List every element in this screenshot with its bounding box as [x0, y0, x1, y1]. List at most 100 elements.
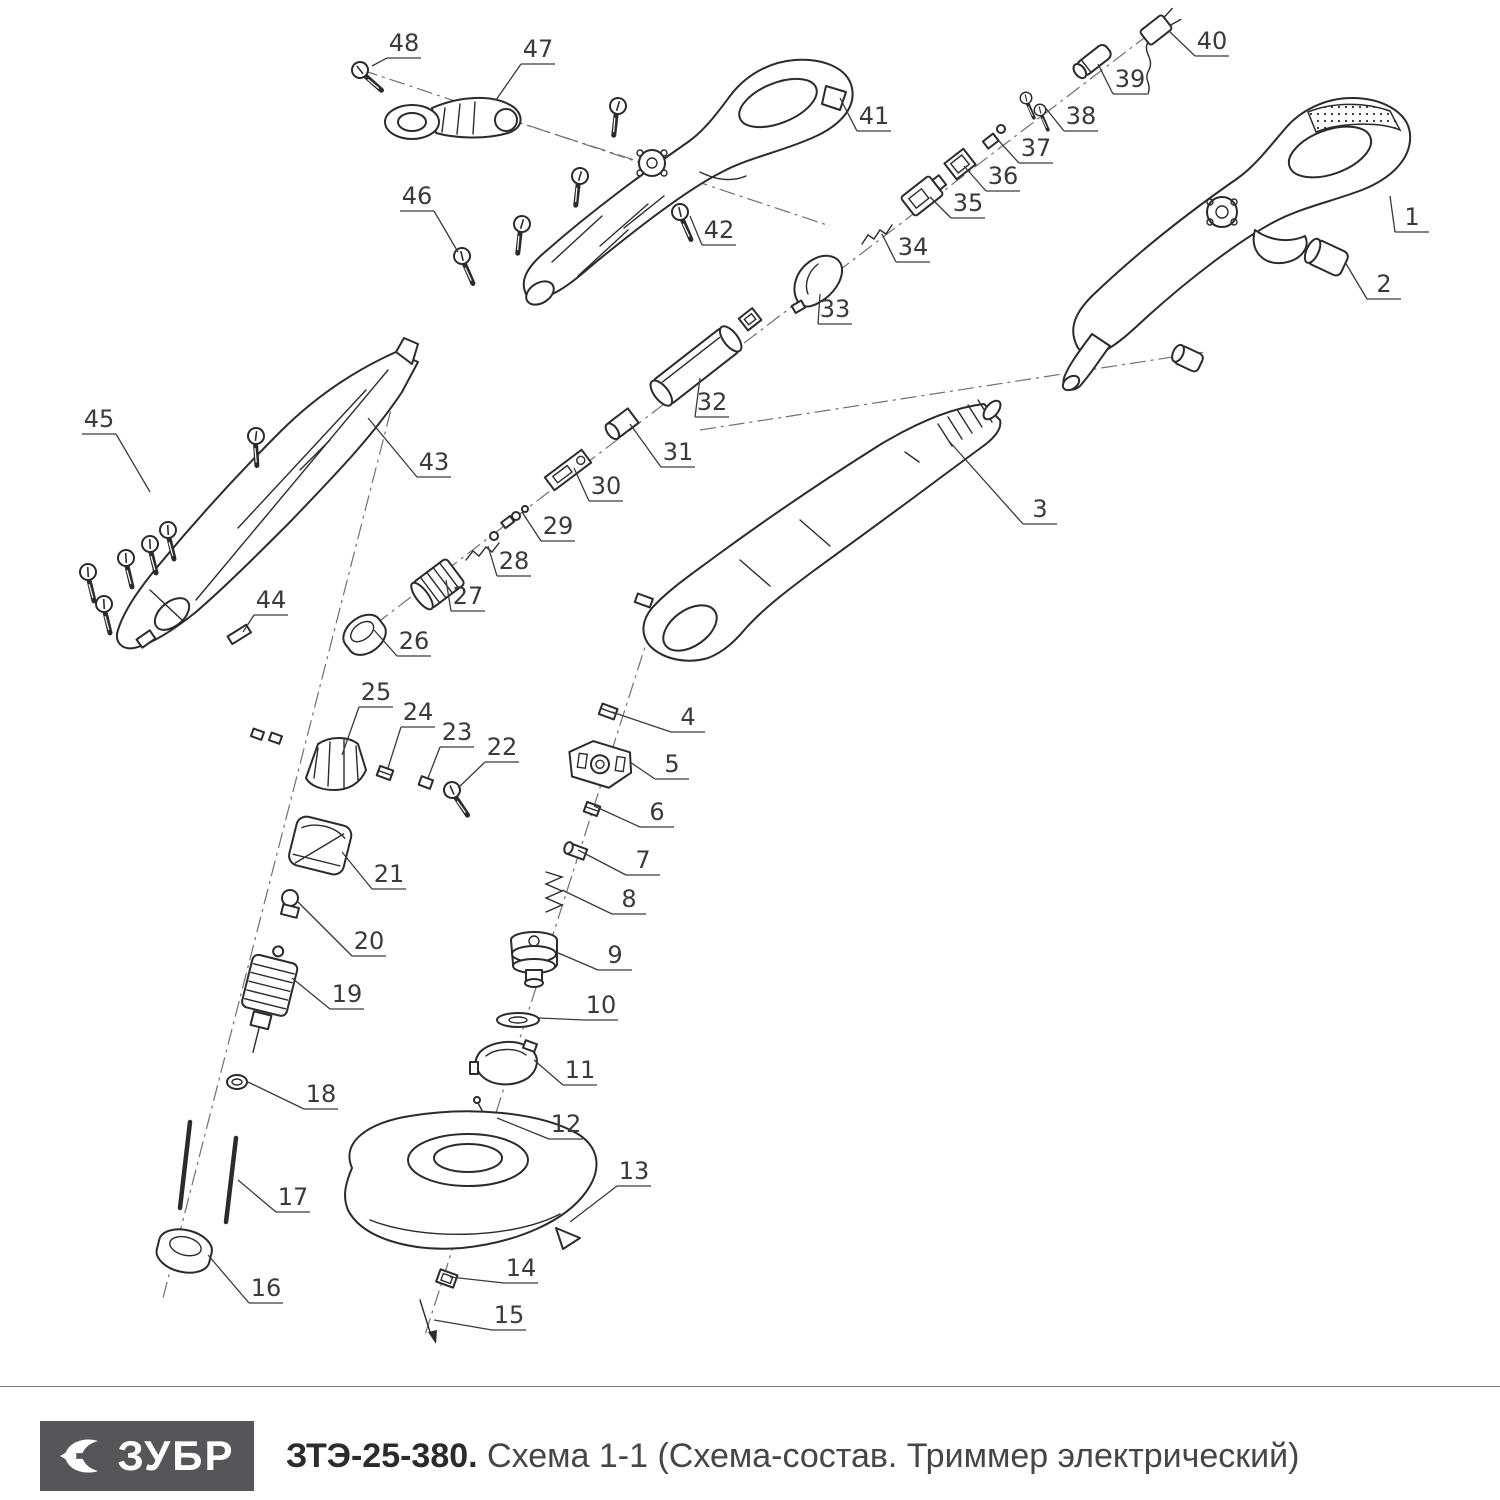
- leader-line-2: [1344, 261, 1368, 300]
- part-number-39: 39: [1115, 65, 1146, 93]
- part-sleeve-31: [604, 407, 640, 441]
- leader-line-48: [371, 57, 388, 67]
- screw-46: [447, 245, 487, 284]
- leader-line-34: [881, 233, 897, 263]
- part-guard-13: [344, 1110, 598, 1250]
- leader-line-16: [207, 1254, 250, 1304]
- part-aux-handle-47: [384, 97, 522, 140]
- part-number-5: 5: [664, 750, 679, 778]
- part-nut-4: [597, 702, 619, 721]
- leader-line-35: [929, 196, 952, 219]
- part-number-48: 48: [389, 29, 420, 57]
- part-bushing-20: [280, 889, 300, 919]
- part-motor-housing-3: [633, 399, 1002, 662]
- leader-line-41: [839, 97, 858, 132]
- part-bushing-18: [226, 1074, 248, 1090]
- leader-line-29: [521, 511, 542, 542]
- part-number-12: 12: [551, 1110, 582, 1138]
- part-number-20: 20: [354, 927, 385, 955]
- part-spool-cover-11: [469, 1039, 539, 1086]
- part-bracket-5: [568, 740, 633, 789]
- part-pins-17: [177, 1119, 239, 1225]
- part-block-36: [943, 147, 977, 181]
- scheme-title: Схема 1-1 (Схема-состав. Триммер электри…: [477, 1436, 1300, 1475]
- leader-line-31: [629, 423, 662, 468]
- part-number-16: 16: [251, 1274, 282, 1302]
- leader-line-3: [947, 439, 1024, 525]
- leader-line-6: [593, 805, 641, 828]
- leader-line-1: [1389, 195, 1396, 233]
- diagram-canvas: 1234567891011121314151617181920212223242…: [0, 7, 1429, 1344]
- model-number: ЗТЭ-25-380.: [286, 1436, 478, 1475]
- part-number-36: 36: [988, 162, 1019, 190]
- part-cap-25: [249, 727, 367, 791]
- part-number-34: 34: [898, 233, 929, 261]
- part-number-2: 2: [1376, 270, 1391, 298]
- leader-line-36: [963, 165, 987, 192]
- leader-line-42: [689, 215, 703, 246]
- screw-handle-a: [602, 96, 634, 135]
- part-collar-between: [737, 307, 763, 332]
- part-number-4: 4: [680, 703, 695, 731]
- leader-line-38: [1043, 105, 1065, 132]
- part-number-28: 28: [499, 547, 530, 575]
- brand-logo: ЗУБР: [40, 1421, 254, 1491]
- part-pin-15: [419, 1299, 437, 1344]
- part-cord-sleeve-39: [1072, 44, 1112, 80]
- part-number-35: 35: [953, 189, 984, 217]
- leader-line-30: [573, 467, 590, 502]
- part-spring-34: [861, 224, 893, 245]
- leader-line-17: [237, 1179, 277, 1213]
- part-number-24: 24: [403, 698, 434, 726]
- part-stator-21: [288, 815, 353, 876]
- part-ring-nut-16: [155, 1228, 213, 1274]
- part-number-15: 15: [494, 1301, 525, 1329]
- part-number-25: 25: [361, 678, 392, 706]
- leader-line-9: [555, 951, 599, 971]
- part-number-46: 46: [402, 182, 433, 210]
- leader-line-21: [341, 851, 373, 890]
- leader-line-13: [569, 1185, 618, 1223]
- part-number-11: 11: [565, 1056, 596, 1084]
- leader-line-15: [433, 1319, 493, 1331]
- leader-line-44: [242, 614, 255, 633]
- leader-line-14: [449, 1276, 505, 1284]
- part-clip-23: [417, 775, 435, 790]
- part-number-29: 29: [543, 512, 574, 540]
- part-number-27: 27: [453, 582, 484, 610]
- leader-line-19: [291, 977, 331, 1010]
- part-number-31: 31: [663, 438, 694, 466]
- part-shaft-tube-32: [649, 325, 743, 407]
- part-number-41: 41: [859, 102, 890, 130]
- part-clamp-37: [981, 124, 1006, 150]
- footer-divider: [0, 1386, 1500, 1387]
- part-nut-6: [582, 800, 602, 818]
- part-spring-8: [544, 871, 564, 913]
- part-number-45: 45: [84, 405, 115, 433]
- leader-line-4: [611, 711, 672, 733]
- screw-handle-b: [564, 166, 596, 205]
- part-number-47: 47: [523, 35, 554, 63]
- part-number-43: 43: [419, 448, 450, 476]
- leader-line-27: [445, 579, 452, 612]
- footer-title: ЗТЭ-25-380. Схема 1-1 (Схема-состав. Три…: [286, 1437, 1299, 1476]
- part-clip-44: [226, 623, 252, 646]
- part-spool-9: [510, 931, 558, 988]
- leader-line-25: [341, 706, 360, 756]
- leader-line-24: [387, 726, 402, 769]
- part-ring-26: [342, 613, 387, 656]
- part-bushing-7: [563, 841, 589, 861]
- screw-45c: [110, 547, 149, 587]
- part-callouts: 1234567891011121314151617181920212223242…: [82, 27, 1429, 1331]
- part-number-23: 23: [442, 718, 473, 746]
- part-plug-40: [1139, 7, 1182, 95]
- part-number-17: 17: [278, 1183, 309, 1211]
- leader-line-37: [997, 139, 1020, 164]
- part-clip-24: [375, 764, 395, 782]
- part-number-26: 26: [399, 627, 430, 655]
- part-number-8: 8: [621, 885, 636, 913]
- leader-line-47: [495, 63, 522, 101]
- part-number-6: 6: [649, 798, 664, 826]
- leader-line-8: [561, 889, 613, 915]
